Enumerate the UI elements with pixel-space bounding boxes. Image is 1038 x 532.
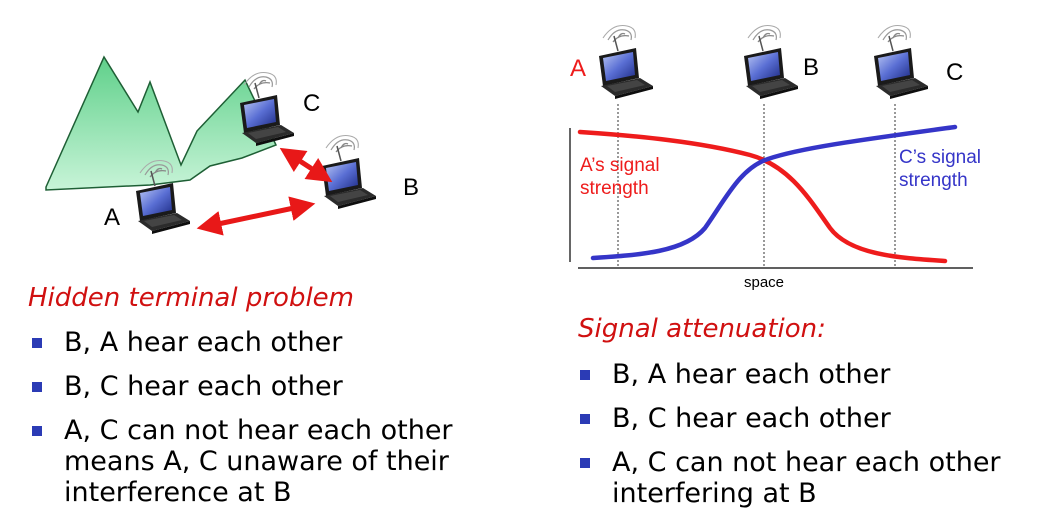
- signal-label-c: C’s signal strength: [899, 146, 981, 192]
- laptop-icon: [239, 71, 295, 147]
- signal-label-c-line-2: strength: [899, 170, 968, 191]
- bullet-text: B, A hear each other: [64, 327, 343, 358]
- double-arrow-icon: [196, 196, 316, 236]
- bullet-item: B, C hear each other: [578, 403, 1001, 434]
- bullet-text-line: A, C can not hear each other: [64, 415, 453, 446]
- signal-label-a-line-1: A’s signal: [580, 155, 660, 176]
- signal-curve-c: [590, 124, 958, 261]
- bullet-item: B, C hear each other: [30, 371, 453, 402]
- node-label-a: A: [104, 204, 121, 231]
- double-arrow-icon: [279, 147, 333, 183]
- bullet-text-line: interference at B: [64, 477, 292, 508]
- node-label-b: B: [403, 174, 420, 201]
- square-bullet-icon: [580, 414, 590, 424]
- bullet-text-line: interfering at B: [612, 478, 817, 509]
- laptop-icon: [873, 24, 929, 100]
- bullet-item: B, A hear each other: [30, 327, 453, 358]
- node-label-c: C: [303, 90, 321, 117]
- node-label-c-right: C: [946, 59, 964, 86]
- signal-label-c-line-1: C’s signal: [899, 147, 982, 168]
- hidden-terminal-heading: Hidden terminal problem: [28, 283, 355, 313]
- square-bullet-icon: [580, 370, 590, 380]
- signal-curve-a: [577, 129, 948, 264]
- bullet-text: B, C hear each other: [612, 403, 891, 434]
- signal-label-a-line-2: strength: [580, 178, 649, 199]
- hidden-terminal-bullets: B, A hear each other B, C hear each othe…: [30, 327, 453, 521]
- square-bullet-icon: [32, 338, 42, 348]
- bullet-text: B, C hear each other: [64, 371, 343, 402]
- bullet-text-line: A, C can not hear each other: [612, 447, 1001, 478]
- x-axis-label: space: [744, 274, 785, 291]
- square-bullet-icon: [32, 426, 42, 436]
- square-bullet-icon: [580, 458, 590, 468]
- node-label-a-right: A: [570, 55, 587, 82]
- bullet-item: B, A hear each other: [578, 359, 1001, 390]
- signal-attenuation-bullets: B, A hear each other B, C hear each othe…: [578, 359, 1001, 522]
- laptop-icon: [743, 24, 799, 100]
- laptop-icon: [598, 24, 654, 100]
- signal-attenuation-heading: Signal attenuation:: [578, 314, 826, 344]
- bullet-text-line: means A, C unaware of their: [64, 446, 449, 477]
- square-bullet-icon: [32, 382, 42, 392]
- signal-label-a: A’s signal strength: [580, 154, 660, 200]
- bullet-text: B, A hear each other: [612, 359, 891, 390]
- signal-plot: [569, 104, 973, 269]
- laptop-icon: [321, 134, 377, 210]
- bullet-item: A, C can not hear each other means A, C …: [30, 415, 453, 508]
- node-label-b-right: B: [803, 54, 820, 81]
- bullet-item: A, C can not hear each other interfering…: [578, 447, 1001, 509]
